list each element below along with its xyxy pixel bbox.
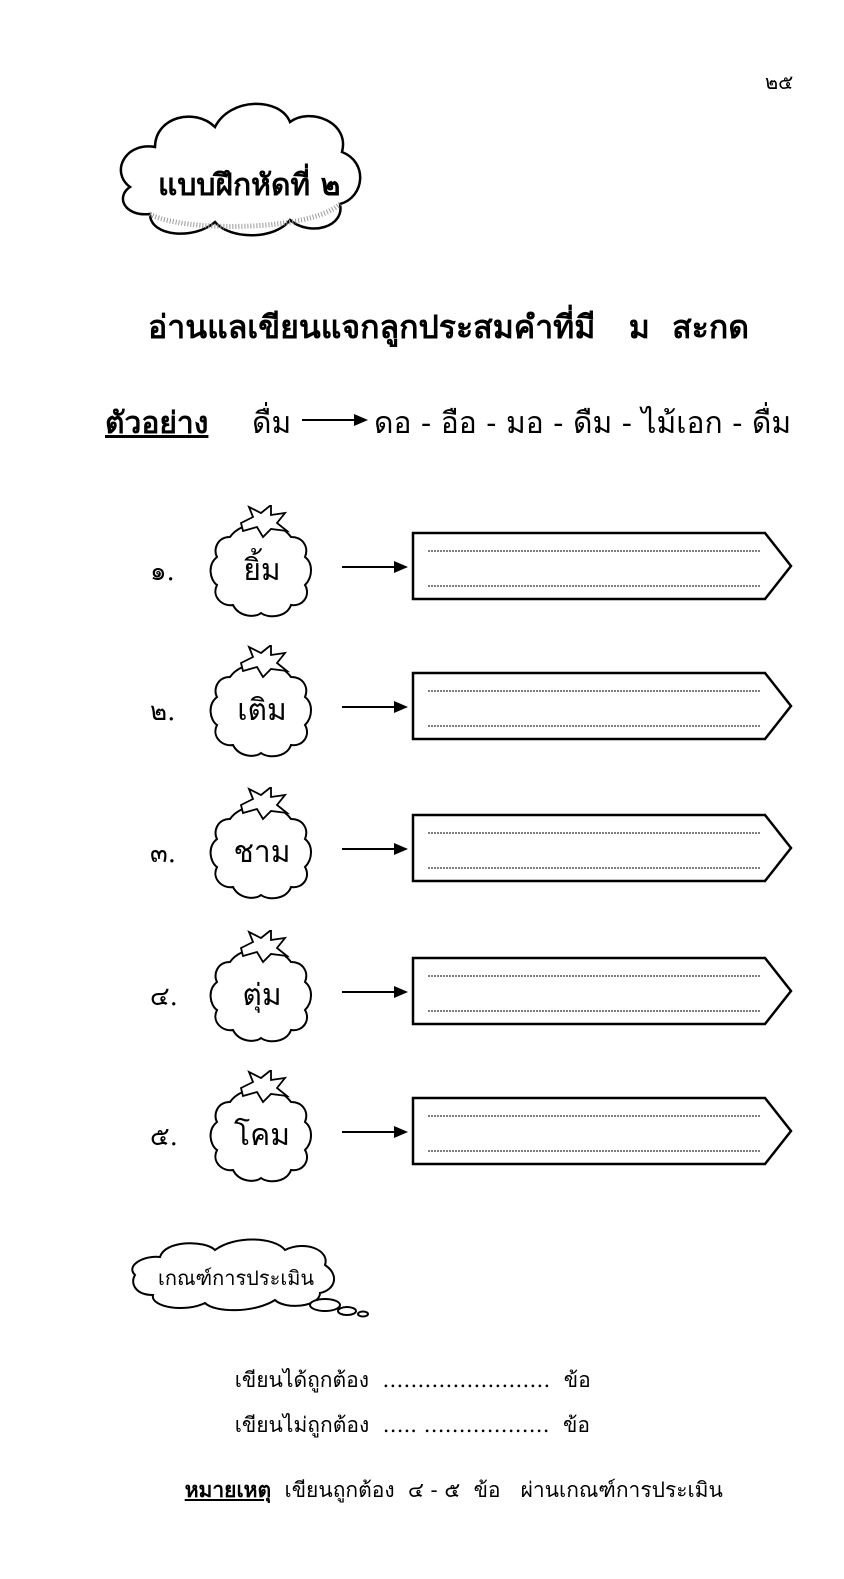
arrow-right-icon — [302, 414, 368, 426]
answer-box[interactable] — [410, 531, 794, 603]
item-word: โคม — [234, 1118, 290, 1153]
title-cloud-icon — [119, 102, 362, 237]
item-number: ๑. — [150, 557, 175, 587]
item-number: ๒. — [150, 697, 176, 727]
item-word: ตุ่ม — [242, 978, 282, 1013]
instruction-heading: อ่านแลเขียนแจกลูกประสมคำที่มี ม สะกด — [148, 308, 750, 346]
unit-label: ข้อ — [562, 1413, 590, 1437]
example-word: ดื่ม — [252, 406, 292, 441]
item-number: ๔. — [150, 982, 178, 1012]
arrow-right-icon — [342, 561, 408, 573]
fruit-outline-icon — [209, 1070, 312, 1183]
item-word: เติม — [237, 693, 287, 728]
arrow-right-icon — [342, 843, 408, 855]
correct-label: เขียนได้ถูกต้อง — [234, 1368, 370, 1392]
criteria-cloud-icon — [131, 1238, 369, 1318]
note-label: หมายเหตุ — [184, 1477, 272, 1502]
answer-box[interactable] — [410, 813, 794, 885]
item-number: ๓. — [150, 839, 177, 869]
item-number: ๕. — [150, 1122, 178, 1152]
fruit-outline-icon — [209, 787, 312, 900]
arrow-right-icon — [342, 701, 408, 713]
exercise-item: ๒. เติม — [0, 645, 844, 765]
unit-label: ข้อ — [563, 1368, 591, 1392]
arrow-right-icon — [342, 1126, 408, 1138]
note-row: หมายเหตุ เขียนถูกต้อง ๔ - ๕ ข้อ ผ่านเกณฑ… — [158, 1450, 723, 1531]
exercise-item: ๓. ชาม — [0, 787, 844, 907]
answer-box[interactable] — [410, 671, 794, 743]
criteria-incorrect-row: เขียนไม่ถูกต้อง ….. ……………… ข้อ — [208, 1385, 590, 1466]
exercise-item: ๔. ตุ่ม — [0, 930, 844, 1050]
arrow-right-icon — [342, 986, 408, 998]
fruit-outline-icon — [209, 505, 312, 618]
item-word: ยิ้ม — [243, 553, 281, 588]
incorrect-count-blank[interactable]: ….. ……………… — [382, 1413, 550, 1437]
answer-box[interactable] — [410, 1096, 794, 1168]
criteria-title: เกณฑ์การประเมิน — [158, 1266, 315, 1290]
answer-box[interactable] — [410, 956, 794, 1028]
item-word: ชาม — [233, 835, 291, 870]
fruit-outline-icon — [209, 645, 312, 758]
fruit-outline-icon — [209, 930, 312, 1043]
incorrect-label: เขียนไม่ถูกต้อง — [234, 1413, 370, 1437]
exercise-title: แบบฝึกหัดที่ ๒ — [158, 168, 341, 203]
example-label: ตัวอย่าง — [105, 406, 209, 441]
correct-count-blank[interactable]: …………………… — [382, 1368, 551, 1392]
exercise-item: ๑. ยิ้ม — [0, 505, 844, 625]
example-spelling: ดอ - อือ - มอ - ดืม - ไม้เอก - ดื่ม — [374, 406, 792, 441]
page-number: ๒๕ — [765, 70, 794, 94]
exercise-item: ๕. โคม — [0, 1070, 844, 1190]
note-text: เขียนถูกต้อง ๔ - ๕ ข้อ ผ่านเกณฑ์การประเม… — [284, 1478, 723, 1502]
criteria-correct-row: เขียนได้ถูกต้อง …………………… ข้อ — [208, 1340, 591, 1421]
